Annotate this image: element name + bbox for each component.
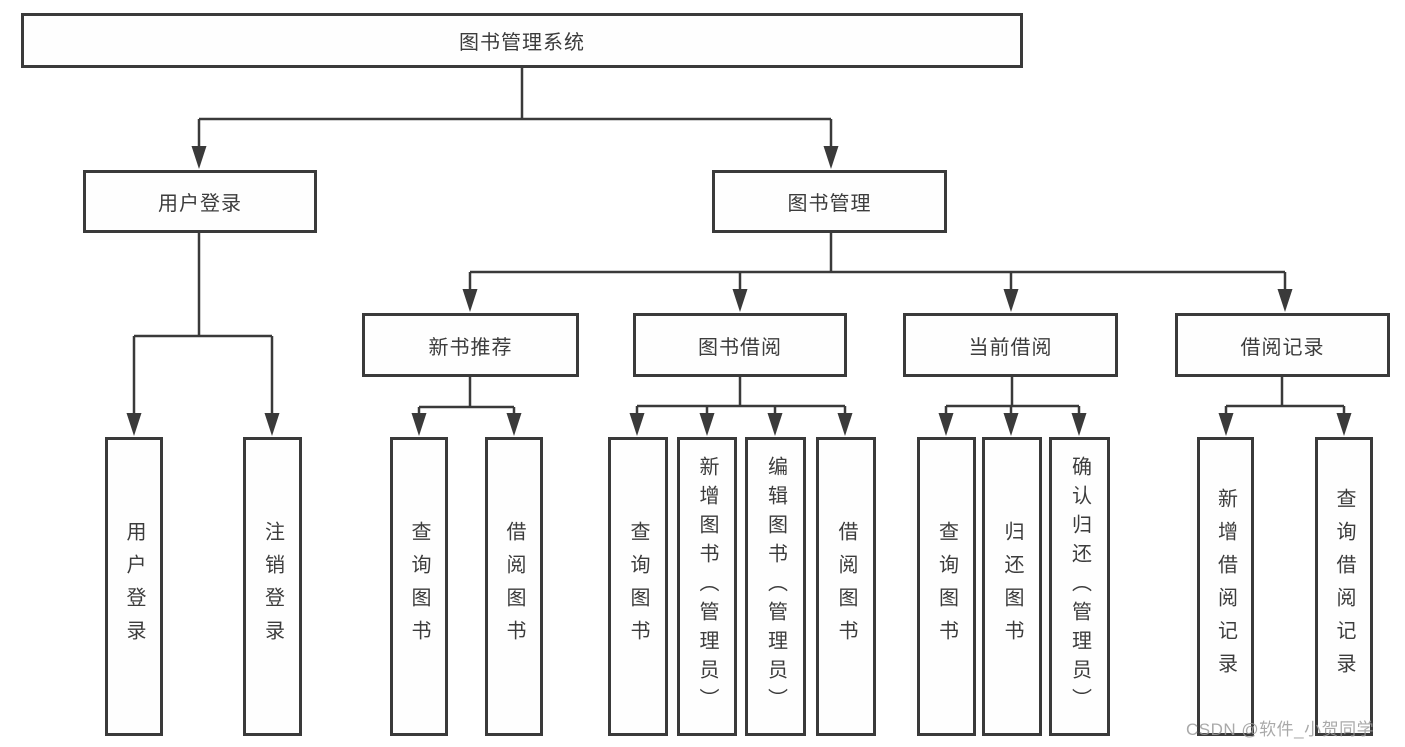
leaf-label: 查询借阅记录 <box>1333 487 1355 686</box>
leaf-label: 新增图书（管理员） <box>696 456 718 717</box>
leaf-label: 新增借阅记录 <box>1214 487 1237 686</box>
arrow-down-icon <box>1277 289 1293 312</box>
arrow-down-icon <box>506 413 522 436</box>
leaf-label: 编辑图书（管理员） <box>764 456 787 717</box>
leaf-records-add-record: 新增借阅记录 <box>1197 437 1254 736</box>
arrow-down-icon <box>126 413 142 436</box>
node-book-management: 图书管理 <box>712 170 947 233</box>
node-label: 图书管理系统 <box>459 32 585 54</box>
leaf-recommend-query-books: 查询图书 <box>390 437 448 736</box>
node-book-borrow: 图书借阅 <box>633 313 847 377</box>
leaf-label: 查询图书 <box>408 520 430 653</box>
leaf-label: 归还图书 <box>1001 520 1023 653</box>
node-label: 当前借阅 <box>968 336 1053 359</box>
arrow-down-icon <box>732 289 748 312</box>
arrow-down-icon <box>264 413 280 436</box>
connector-borrow-split <box>635 377 847 418</box>
connector-management-split <box>468 233 1287 294</box>
leaf-recommend-borrow-books: 借阅图书 <box>485 437 543 736</box>
leaf-label: 查询图书 <box>935 520 958 653</box>
node-system-root: 图书管理系统 <box>21 13 1023 68</box>
arrow-down-icon <box>938 413 954 436</box>
leaf-records-query-record: 查询借阅记录 <box>1315 437 1373 736</box>
arrow-down-icon <box>629 413 645 436</box>
arrow-down-icon <box>462 289 478 312</box>
connector-recommend-split <box>417 377 516 418</box>
arrow-down-icon <box>1003 289 1019 312</box>
connector-root-split <box>197 68 833 151</box>
arrow-down-icon <box>1336 413 1352 436</box>
connector-records-split <box>1224 377 1346 418</box>
leaf-label: 借阅图书 <box>503 520 525 653</box>
node-user-login: 用户登录 <box>83 170 317 233</box>
node-label: 图书借阅 <box>698 336 782 359</box>
node-label: 图书管理 <box>787 193 872 215</box>
arrow-down-icon <box>411 413 427 436</box>
node-new-book-recommend: 新书推荐 <box>362 313 579 377</box>
arrow-down-icon <box>837 413 853 436</box>
arrow-down-icon <box>767 413 783 436</box>
leaf-user-login: 用户登录 <box>105 437 163 736</box>
node-label: 用户登录 <box>158 193 242 215</box>
arrow-down-icon <box>1071 413 1087 436</box>
node-label: 新书推荐 <box>428 336 513 359</box>
leaf-borrow-edit-books-admin: 编辑图书（管理员） <box>745 437 806 736</box>
leaf-label: 确认归还（管理员） <box>1068 456 1091 717</box>
leaf-logout: 注销登录 <box>243 437 302 736</box>
leaf-current-return-books: 归还图书 <box>982 437 1042 736</box>
arrow-down-icon <box>699 413 715 436</box>
arrow-down-icon <box>1003 413 1019 436</box>
leaf-borrow-add-books-admin: 新增图书（管理员） <box>677 437 737 736</box>
leaf-current-confirm-return-admin: 确认归还（管理员） <box>1049 437 1110 736</box>
connector-login-split <box>132 233 274 418</box>
leaf-label: 注销登录 <box>261 520 284 653</box>
leaf-label: 用户登录 <box>123 520 145 653</box>
node-current-borrow: 当前借阅 <box>903 313 1118 377</box>
leaf-current-query-books: 查询图书 <box>917 437 976 736</box>
leaf-label: 查询图书 <box>627 520 649 653</box>
leaf-borrow-query-books: 查询图书 <box>608 437 668 736</box>
connector-current-split <box>944 377 1081 418</box>
leaf-label: 借阅图书 <box>835 520 857 653</box>
leaf-borrow-borrow-books: 借阅图书 <box>816 437 876 736</box>
arrow-down-icon <box>191 146 207 169</box>
node-borrow-records: 借阅记录 <box>1175 313 1390 377</box>
arrow-down-icon <box>823 146 839 169</box>
arrow-down-icon <box>1218 413 1234 436</box>
csdn-watermark: CSDN @软件_小贺同学 <box>1186 720 1375 739</box>
node-label: 借阅记录 <box>1240 336 1325 359</box>
